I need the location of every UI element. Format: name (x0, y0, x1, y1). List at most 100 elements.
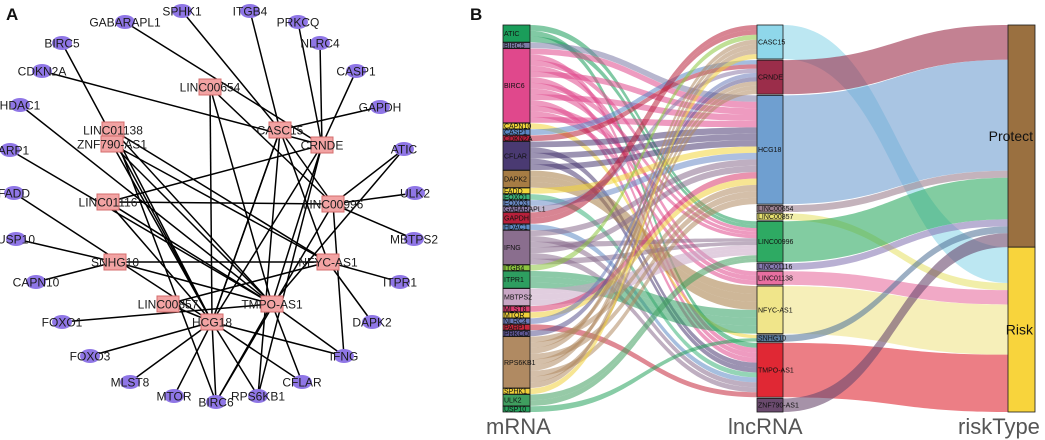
lnc-node-label: ZNF790-AS1 (77, 138, 147, 152)
mrna-node-atic: ATIC (502, 24, 531, 43)
gene-node-ulk2: ULK2 (400, 186, 430, 201)
gene-node-birc6: BIRC6 (198, 395, 234, 410)
gene-node-label: MTOR (156, 390, 191, 404)
flow-mrna-lncrna (530, 191, 757, 360)
mrna-node-label: CAPN10 (504, 124, 531, 131)
lnc-node-tmpo-as1: TMPO-AS1 (241, 295, 303, 313)
lncrna-node-linc01138: LINC01138 (756, 270, 793, 286)
network-edge (211, 144, 323, 323)
network-edge (332, 148, 405, 205)
lncrna-node-label: CRNDE (758, 75, 783, 82)
flow-mrna-lncrna (530, 89, 757, 383)
panel-a-label: A (6, 5, 18, 24)
gene-node-label: ATIC (391, 143, 418, 157)
network-edge (209, 86, 213, 323)
flow-mrna-lncrna (530, 170, 757, 294)
flow-mrna-lncrna (530, 245, 757, 295)
gene-node-nlrc4: NLRC4 (300, 36, 340, 51)
lnc-node-label: SNHG10 (91, 256, 139, 270)
mrna-node-label: CFLAR (504, 153, 527, 160)
flow-mrna-lncrna (530, 48, 757, 109)
gene-node-label: PARP1 (0, 144, 30, 158)
flow-lncrna-risk (783, 213, 1008, 291)
lnc-node-nfyc-as1: NFYC-AS1 (298, 253, 358, 271)
gene-node-capn10: CAPN10 (13, 275, 60, 290)
network-edge (111, 143, 273, 305)
flow-mrna-lncrna (530, 49, 757, 388)
lncrna-node-crnde: CRNDE (756, 59, 784, 95)
gene-node-rps6kb1: RPS6KB1 (231, 389, 285, 404)
mrna-node-label: FADD (504, 188, 523, 195)
network-edge (271, 148, 405, 305)
gene-node-atic: ATIC (391, 142, 418, 157)
flow-lncrna-risk (783, 59, 1008, 205)
network-edge (327, 261, 401, 283)
flow-mrna-lncrna (530, 255, 757, 401)
network-edge (257, 129, 281, 397)
lnc-node-label: CRNDE (301, 139, 344, 153)
gene-node-mtor: MTOR (156, 389, 192, 404)
flow-mrna-lncrna (530, 68, 757, 212)
lncrna-node-label: LINC01138 (758, 276, 793, 283)
lncrna-node-znf790-as1: ZNF790-AS1 (756, 398, 799, 413)
mrna-node-label: USP10 (504, 407, 526, 414)
lnc-node-znf790-as1: ZNF790-AS1 (77, 135, 147, 153)
network-edge (319, 42, 323, 146)
lnc-node-casc15: CASC15 (257, 121, 304, 139)
network-edge (297, 21, 323, 146)
lncrna-node-label: CASC15 (758, 39, 785, 46)
gene-node-dapk2: DAPK2 (352, 315, 392, 330)
lncrna-node-label: LINC00857 (758, 214, 794, 221)
network-edge (271, 144, 323, 305)
gene-node-label: CAPN10 (13, 276, 60, 290)
flow-mrna-lncrna (530, 241, 757, 265)
flow-mrna-lncrna (530, 64, 757, 142)
mrna-node-usp10: USP10 (502, 405, 531, 414)
gene-node-label: RPS6KB1 (231, 390, 285, 404)
flow-mrna-lncrna (530, 236, 757, 388)
gene-node-itpr1: ITPR1 (383, 275, 417, 290)
network-edge (9, 149, 273, 305)
panel-b-label: B (470, 5, 482, 24)
gene-node-fadd: FADD (0, 186, 30, 201)
gene-node-label: CFLAR (282, 376, 322, 390)
lncrna-node-linc00654: LINC00654 (756, 204, 794, 213)
mrna-node-label: ATIC (504, 31, 519, 38)
column-label-risktype: riskType (958, 414, 1040, 439)
mrna-node-label: CASP1 (504, 130, 527, 137)
lnc-node-crnde: CRNDE (301, 136, 344, 154)
flow-mrna-lncrna (530, 54, 757, 395)
mrna-node-ulk2: ULK2 (502, 394, 531, 407)
lncrna-node-label: NFYC-AS1 (758, 307, 793, 314)
mrna-node-capn10: CAPN10 (502, 122, 531, 131)
gene-node-mbtps2: MBTPS2 (390, 232, 438, 247)
gene-node-itgb4: ITGB4 (233, 4, 268, 19)
lnc-node-label: LINC00654 (180, 81, 241, 95)
flow-mrna-lncrna (530, 152, 757, 206)
lncrna-node-snhg10: SNHG10 (756, 334, 786, 343)
mrna-node-cdkn2a: CDKN2A (502, 135, 533, 143)
network-edge (279, 129, 334, 205)
flow-mrna-lncrna (530, 82, 757, 235)
lncrna-node-label: TMPO-AS1 (758, 368, 794, 375)
flow-lncrna-risk (783, 233, 1008, 412)
lncrna-node-tmpo-as1: TMPO-AS1 (756, 342, 794, 398)
mrna-node-label: FOXO3 (504, 201, 528, 208)
gene-node-label: BIRC5 (44, 37, 80, 51)
gene-node-foxo1: FOXO1 (42, 315, 83, 330)
mrna-node-label: RPS6KB1 (504, 360, 536, 367)
mrna-node-label: BIRC5 (504, 43, 525, 50)
sankey-flows (530, 25, 1008, 412)
lncrna-node-label: LINC00654 (758, 206, 794, 213)
gene-node-label: BIRC6 (198, 396, 234, 410)
gene-node-label: GAPDH (359, 101, 402, 115)
gene-node-gabarapl1: GABARAPL1 (89, 15, 161, 30)
flow-lncrna-risk (783, 25, 1008, 95)
mrna-node-label: HDAC1 (504, 225, 528, 232)
mrna-node-ifng: IFNG (502, 229, 531, 265)
gene-node-usp10: USP10 (0, 232, 35, 247)
network-edge (279, 129, 329, 263)
flow-mrna-lncrna (530, 282, 757, 334)
mrna-node-gabarapl1: GABARAPL1 (502, 205, 546, 214)
